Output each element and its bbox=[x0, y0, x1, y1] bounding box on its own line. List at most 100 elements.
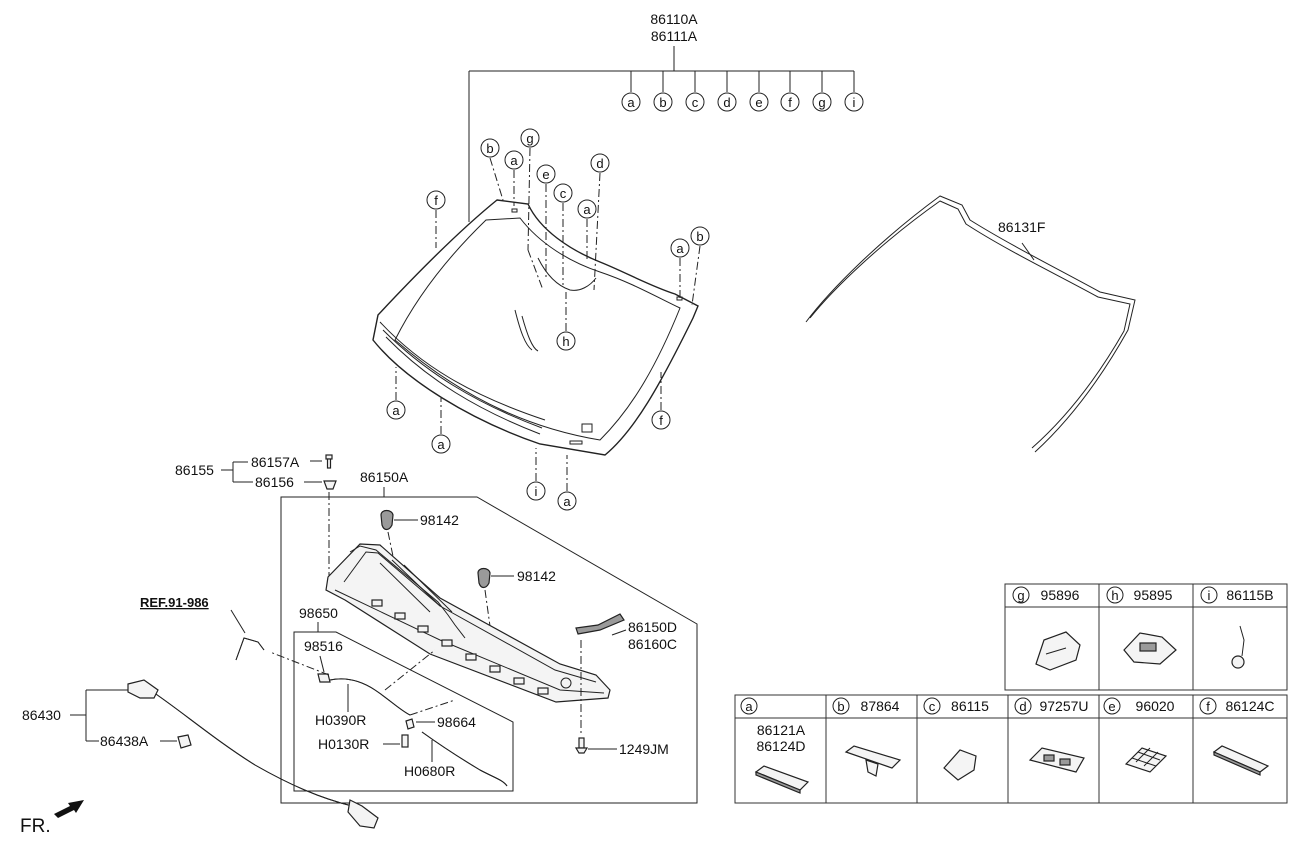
front-arrow-icon bbox=[54, 800, 84, 818]
legend-part-87864: 87864 bbox=[861, 698, 900, 714]
svg-text:g: g bbox=[818, 95, 825, 110]
seal-icon bbox=[575, 613, 625, 635]
top-callout-row: a b c d e f g i bbox=[621, 92, 864, 112]
svg-text:f: f bbox=[659, 413, 663, 428]
sensor-cover-icon bbox=[1035, 631, 1081, 671]
clip-tab-icon bbox=[844, 745, 902, 777]
svg-text:c: c bbox=[692, 95, 699, 110]
front-direction-label: FR. bbox=[20, 816, 51, 837]
svg-text:a: a bbox=[563, 494, 571, 509]
svg-text:e: e bbox=[542, 167, 549, 182]
svg-text:f: f bbox=[434, 193, 438, 208]
callout-c: c bbox=[685, 92, 705, 112]
screw-icon bbox=[574, 737, 589, 754]
cowl-panel bbox=[325, 543, 611, 703]
label-86110A: 86110A bbox=[650, 11, 698, 27]
bracket-clip-icon bbox=[1028, 747, 1085, 773]
svg-text:b: b bbox=[696, 229, 703, 244]
top-bracket bbox=[468, 46, 855, 222]
cap-icon-2 bbox=[477, 567, 491, 589]
label-98516: 98516 bbox=[304, 638, 343, 654]
camera-cover-icon bbox=[1123, 632, 1177, 665]
nozzle-icon bbox=[317, 673, 331, 683]
pad-strip-icon bbox=[754, 765, 810, 794]
pad-block-icon bbox=[943, 749, 977, 781]
svg-text:c: c bbox=[560, 186, 567, 201]
legend-letter-c: c bbox=[929, 699, 936, 714]
callout-i: i bbox=[844, 92, 864, 112]
windshield-moulding bbox=[805, 195, 1136, 453]
label-98142-a: 98142 bbox=[420, 512, 459, 528]
label-86430: 86430 bbox=[22, 707, 61, 723]
callout-a: a bbox=[621, 92, 641, 112]
svg-text:a: a bbox=[392, 403, 400, 418]
label-86157A: 86157A bbox=[251, 454, 300, 470]
ref-link[interactable]: REF.91-986 bbox=[140, 595, 209, 610]
legend-letter-f: f bbox=[1206, 699, 1210, 714]
label-86150D: 86150D bbox=[628, 619, 677, 635]
svg-text:a: a bbox=[676, 241, 684, 256]
svg-text:f: f bbox=[788, 95, 792, 110]
label-H0130R: H0130R bbox=[318, 736, 369, 752]
legend-part-86121A: 86121A bbox=[757, 722, 806, 738]
svg-text:i: i bbox=[853, 95, 856, 110]
svg-text:e: e bbox=[755, 95, 762, 110]
svg-text:a: a bbox=[437, 437, 445, 452]
label-98142-b: 98142 bbox=[517, 568, 556, 584]
legend-letter-h: h bbox=[1111, 588, 1118, 603]
label-1249JM: 1249JM bbox=[619, 741, 669, 757]
label-H0390R: H0390R bbox=[315, 712, 366, 728]
legend-part-86115B: 86115B bbox=[1226, 587, 1273, 603]
svg-text:h: h bbox=[562, 334, 569, 349]
legend-part-97257U: 97257U bbox=[1039, 698, 1088, 714]
label-86438A: 86438A bbox=[100, 733, 149, 749]
clip-icon bbox=[177, 734, 192, 749]
svg-text:a: a bbox=[627, 95, 635, 110]
callout-d: d bbox=[717, 92, 737, 112]
svg-text:g: g bbox=[526, 131, 533, 146]
legend-part-96020: 96020 bbox=[1136, 698, 1175, 714]
harness-bracket bbox=[70, 689, 128, 742]
legend-part-86115: 86115 bbox=[951, 698, 989, 714]
bolt-group-bracket bbox=[221, 461, 253, 483]
svg-text:a: a bbox=[583, 202, 591, 217]
label-86155: 86155 bbox=[175, 462, 214, 478]
cowl-frame-box bbox=[280, 496, 698, 804]
svg-text:d: d bbox=[723, 95, 730, 110]
svg-text:d: d bbox=[596, 156, 603, 171]
label-98650: 98650 bbox=[299, 605, 338, 621]
valve-icon bbox=[405, 718, 415, 730]
connector-icon bbox=[401, 734, 409, 748]
legend-letter-i: i bbox=[1208, 588, 1211, 603]
wiring-connector-icon bbox=[1231, 625, 1245, 669]
glass-callouts: b a g e c d a a b f h a a f i a bbox=[386, 128, 710, 511]
label-86160C: 86160C bbox=[628, 636, 677, 652]
legend-part-95895: 95895 bbox=[1134, 587, 1173, 603]
legend-letter-b: b bbox=[837, 699, 844, 714]
label-H0680R: H0680R bbox=[404, 763, 455, 779]
label-86156: 86156 bbox=[255, 474, 294, 490]
legend-table-top: g 95896 h 95895 i 86115B bbox=[1004, 583, 1288, 691]
legend-letter-g: g bbox=[1017, 588, 1024, 603]
label-86111A: 86111A bbox=[651, 28, 698, 44]
legend-part-86124D: 86124D bbox=[756, 738, 805, 754]
legend-part-86124C: 86124C bbox=[1225, 698, 1274, 714]
label-86131F: 86131F bbox=[998, 219, 1045, 235]
label-86150A: 86150A bbox=[360, 469, 409, 485]
hose-subgroup-box bbox=[293, 631, 514, 792]
callout-g: g bbox=[812, 92, 832, 112]
mesh-pad-icon bbox=[1124, 747, 1168, 773]
callout-e: e bbox=[749, 92, 769, 112]
legend-letter-d: d bbox=[1019, 699, 1026, 714]
bolt-icon bbox=[325, 454, 333, 469]
legend-table-bottom: a 86121A 86124D b 87864 c 86115 d 97257U… bbox=[734, 694, 1288, 804]
label-98664: 98664 bbox=[437, 714, 476, 730]
long-pad-icon bbox=[1212, 745, 1270, 776]
cap-icon-1 bbox=[380, 509, 394, 531]
legend-part-95896: 95896 bbox=[1041, 587, 1080, 603]
windshield-glass bbox=[372, 199, 699, 456]
nut-icon bbox=[323, 480, 337, 490]
svg-text:b: b bbox=[486, 141, 493, 156]
